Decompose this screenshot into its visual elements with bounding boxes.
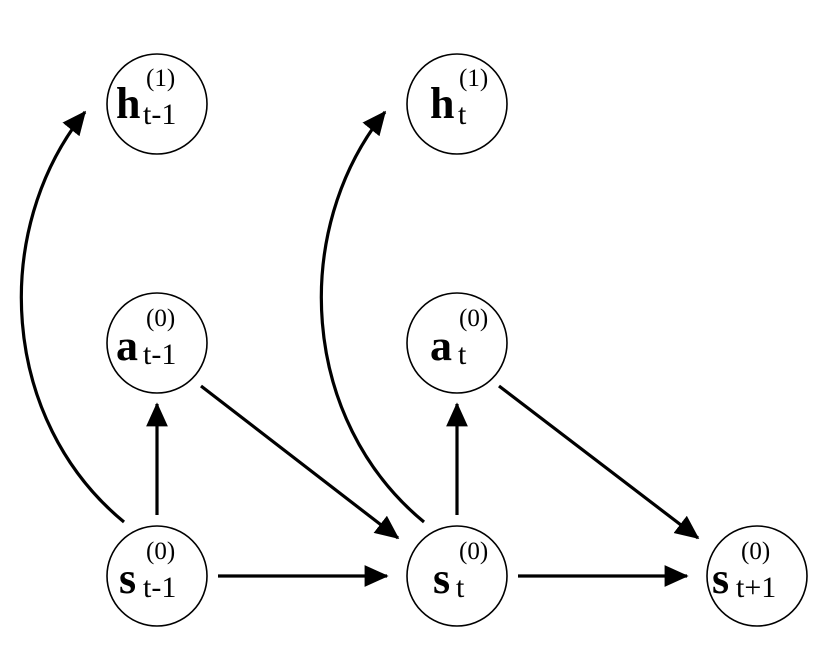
node-s-prev-sub: t-1	[143, 571, 176, 604]
node-h-prev-sup: (1)	[146, 65, 175, 92]
node-s-prev: s (0) t-1	[106, 525, 208, 627]
node-a-curr-sup: (0)	[459, 305, 488, 332]
node-s-next-base: s	[712, 554, 729, 603]
node-h-curr: h (1) t	[406, 53, 508, 155]
node-h-prev: h (1) t-1	[106, 53, 208, 155]
node-a-prev-circle	[106, 292, 208, 394]
node-s-curr-sub: t	[456, 571, 465, 604]
node-a-curr-sub: t	[458, 338, 467, 371]
node-s-prev-sup: (0)	[146, 538, 175, 565]
node-a-prev-sub: t-1	[143, 338, 176, 371]
node-a-prev-base: a	[116, 321, 138, 370]
node-h-curr-sup: (1)	[459, 65, 488, 92]
edge-a-curr-to-s-next	[498, 384, 700, 540]
node-h-curr-sub: t	[458, 98, 467, 131]
node-s-prev-base: s	[119, 554, 136, 603]
node-s-curr-sup: (0)	[459, 538, 488, 565]
node-s-prev-circle	[106, 525, 208, 627]
node-h-curr-base: h	[430, 79, 454, 128]
node-a-prev: a (0) t-1	[106, 292, 208, 394]
edge-s-prev-to-h-prev	[19, 110, 126, 524]
node-h-prev-circle	[106, 53, 208, 155]
node-a-curr: a (0) t	[406, 292, 508, 394]
node-s-curr-circle	[406, 525, 508, 627]
node-s-curr-base: s	[433, 554, 450, 603]
edge-s-curr-to-h-curr	[319, 110, 426, 524]
edge-a-prev-to-s-curr	[200, 384, 400, 540]
node-a-curr-base: a	[430, 321, 452, 370]
node-a-curr-circle	[406, 292, 508, 394]
node-h-prev-base: h	[116, 79, 140, 128]
node-s-curr: s (0) t	[406, 525, 508, 627]
node-a-prev-sup: (0)	[146, 305, 175, 332]
node-h-curr-circle	[406, 53, 508, 155]
node-s-next-circle	[706, 525, 808, 627]
node-s-next-sub: t+1	[736, 571, 776, 604]
edges	[19, 110, 700, 587]
node-s-next-sup: (0)	[741, 538, 770, 565]
node-h-prev-sub: t-1	[143, 98, 176, 131]
node-s-next: s (0) t+1	[706, 525, 808, 627]
